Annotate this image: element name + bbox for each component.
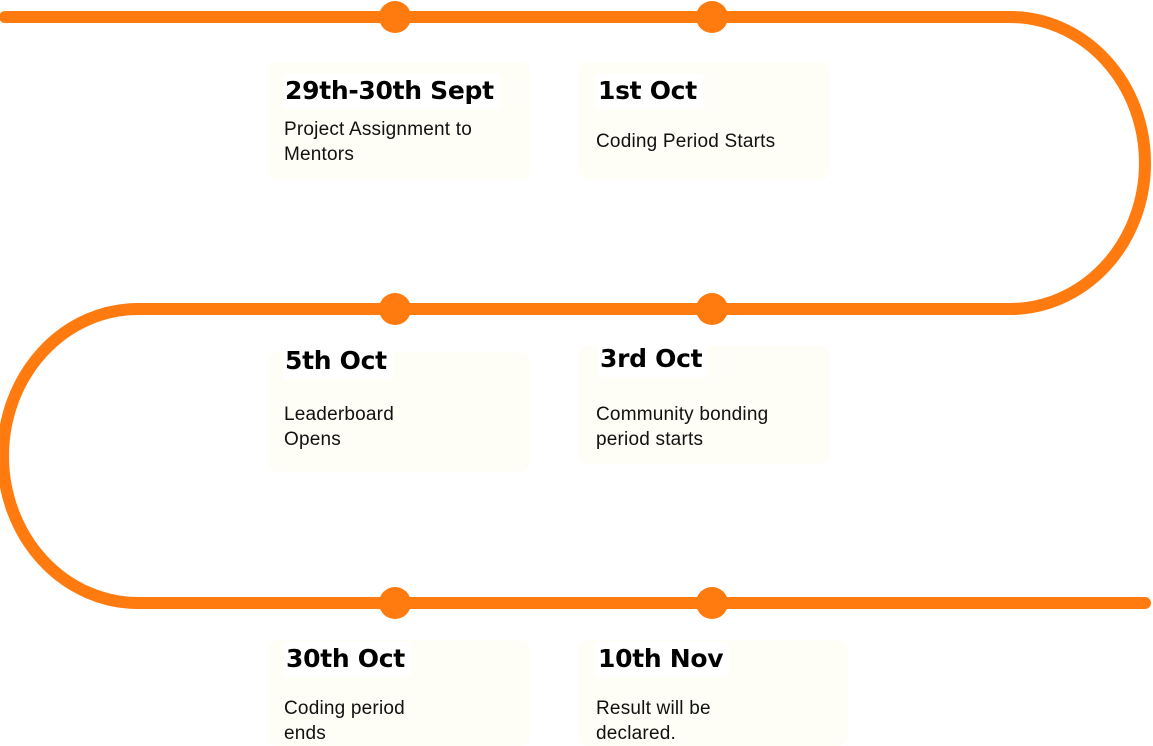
event-date: 5th Oct (283, 344, 393, 379)
event-date: 1st Oct (596, 74, 703, 109)
event-date: 29th-30th Sept (283, 74, 500, 109)
milestone-dot (379, 293, 411, 325)
event-card: 10th Nov Result will be declared. (578, 640, 848, 746)
event-description-line: Leaderboard (284, 404, 394, 425)
event-description-line: Community bonding (596, 404, 769, 425)
milestone-dot (379, 1, 411, 33)
event-description-line: Project Assignment to (284, 119, 472, 140)
event-description: Leaderboard Opens (284, 402, 394, 452)
event-description-line: Coding Period Starts (596, 131, 776, 152)
event-card: 1st Oct Coding Period Starts (578, 62, 830, 180)
event-description-line: period starts (596, 429, 704, 450)
milestone-dot (696, 587, 728, 619)
event-date: 10th Nov (596, 642, 730, 677)
event-description-line: Coding period (284, 698, 405, 719)
event-description-line: Mentors (284, 144, 355, 165)
event-description: Coding period ends (284, 696, 405, 746)
event-description-line: Result will be (596, 698, 711, 719)
event-description-line: ends (284, 723, 327, 744)
event-description: Community bonding period starts (596, 402, 768, 452)
milestone-dot (379, 587, 411, 619)
event-card: 3rd Oct Community bonding period starts (578, 342, 830, 464)
event-description-line: Opens (284, 429, 341, 450)
event-description: Coding Period Starts (596, 129, 775, 154)
timeline-curve (0, 11, 1151, 609)
event-date: 30th Oct (284, 642, 411, 677)
event-card: 29th-30th Sept Project Assignment to Men… (268, 62, 530, 180)
milestone-dot (696, 293, 728, 325)
event-card: 30th Oct Coding period ends (268, 640, 530, 746)
event-description: Project Assignment to Mentors (284, 117, 472, 167)
event-card: 5th Oct Leaderboard Opens (268, 344, 530, 472)
event-date: 3rd Oct (598, 342, 709, 377)
event-description: Result will be declared. (596, 696, 711, 746)
milestone-dot (696, 1, 728, 33)
event-description-line: declared. (596, 723, 676, 744)
